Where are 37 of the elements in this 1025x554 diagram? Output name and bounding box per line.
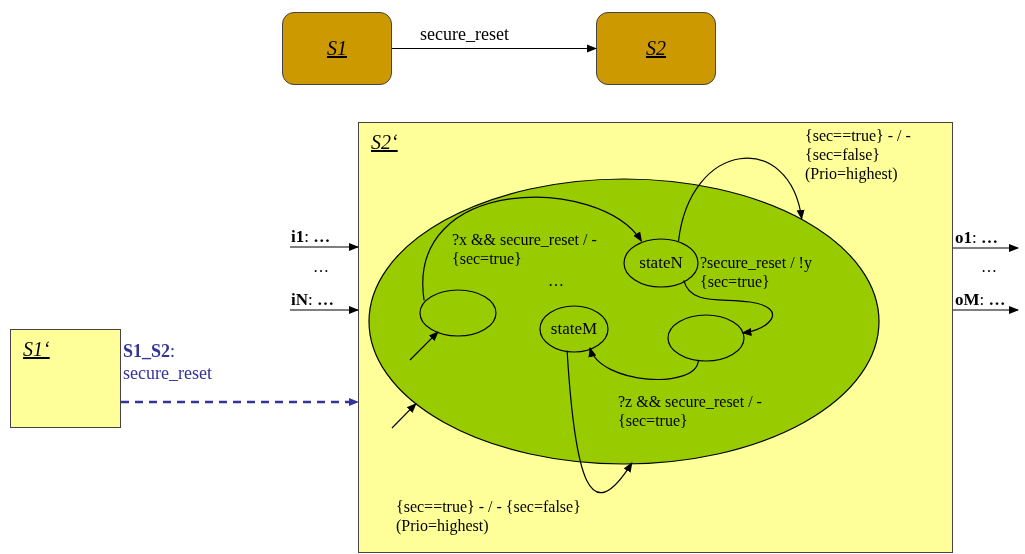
edge-label: secure_reset	[420, 24, 510, 46]
state-name: S2	[646, 37, 666, 60]
transition-arrow	[409, 331, 439, 361]
transition-arrow	[422, 196, 643, 302]
state-name: stateN	[639, 253, 683, 273]
edge-label: {sec==true} - / - {sec=false} (Prio=highest)	[805, 126, 912, 184]
edge-label: ?z && secure_reset / - {sec=true}	[618, 392, 763, 431]
transition-arrow	[289, 243, 359, 251]
edge-label: {sec==true} - / - {sec=false} (Prio=highest)	[396, 497, 582, 536]
transition-arrow	[391, 44, 597, 53]
transition-arrow	[289, 306, 359, 314]
ellipsis-label: …	[313, 258, 329, 276]
state-name: S1	[327, 37, 347, 60]
transition-arrow	[566, 350, 633, 493]
transition-arrow	[391, 402, 417, 429]
edge-label: ?x && secure_reset / - {sec=true}	[452, 230, 598, 269]
state-name: S2‘	[371, 131, 398, 154]
edge-label: oM: …	[955, 290, 1007, 311]
edge-label: iN: …	[291, 290, 335, 311]
edge-label: i1: …	[291, 227, 332, 248]
state-panel	[358, 122, 953, 553]
edge-label: o1: …	[955, 228, 999, 249]
transition-arrow	[952, 244, 1019, 252]
ellipsis-label: …	[981, 258, 997, 276]
state-box	[282, 12, 392, 85]
transition-arrow	[952, 306, 1019, 314]
transition-arrow	[677, 158, 804, 242]
ellipsis-label: …	[548, 272, 564, 290]
state-box	[596, 12, 716, 85]
edge-label: ?secure_reset / !y {sec=true}	[700, 253, 813, 292]
state-name: S1‘	[23, 338, 50, 361]
edge-label: S1_S2: secure_reset	[123, 341, 213, 385]
dashed-arrow	[121, 398, 359, 406]
state-panel	[10, 329, 121, 428]
state-name: stateM	[550, 319, 598, 339]
transition-arrow	[683, 279, 774, 336]
transition-arrow	[589, 347, 699, 380]
